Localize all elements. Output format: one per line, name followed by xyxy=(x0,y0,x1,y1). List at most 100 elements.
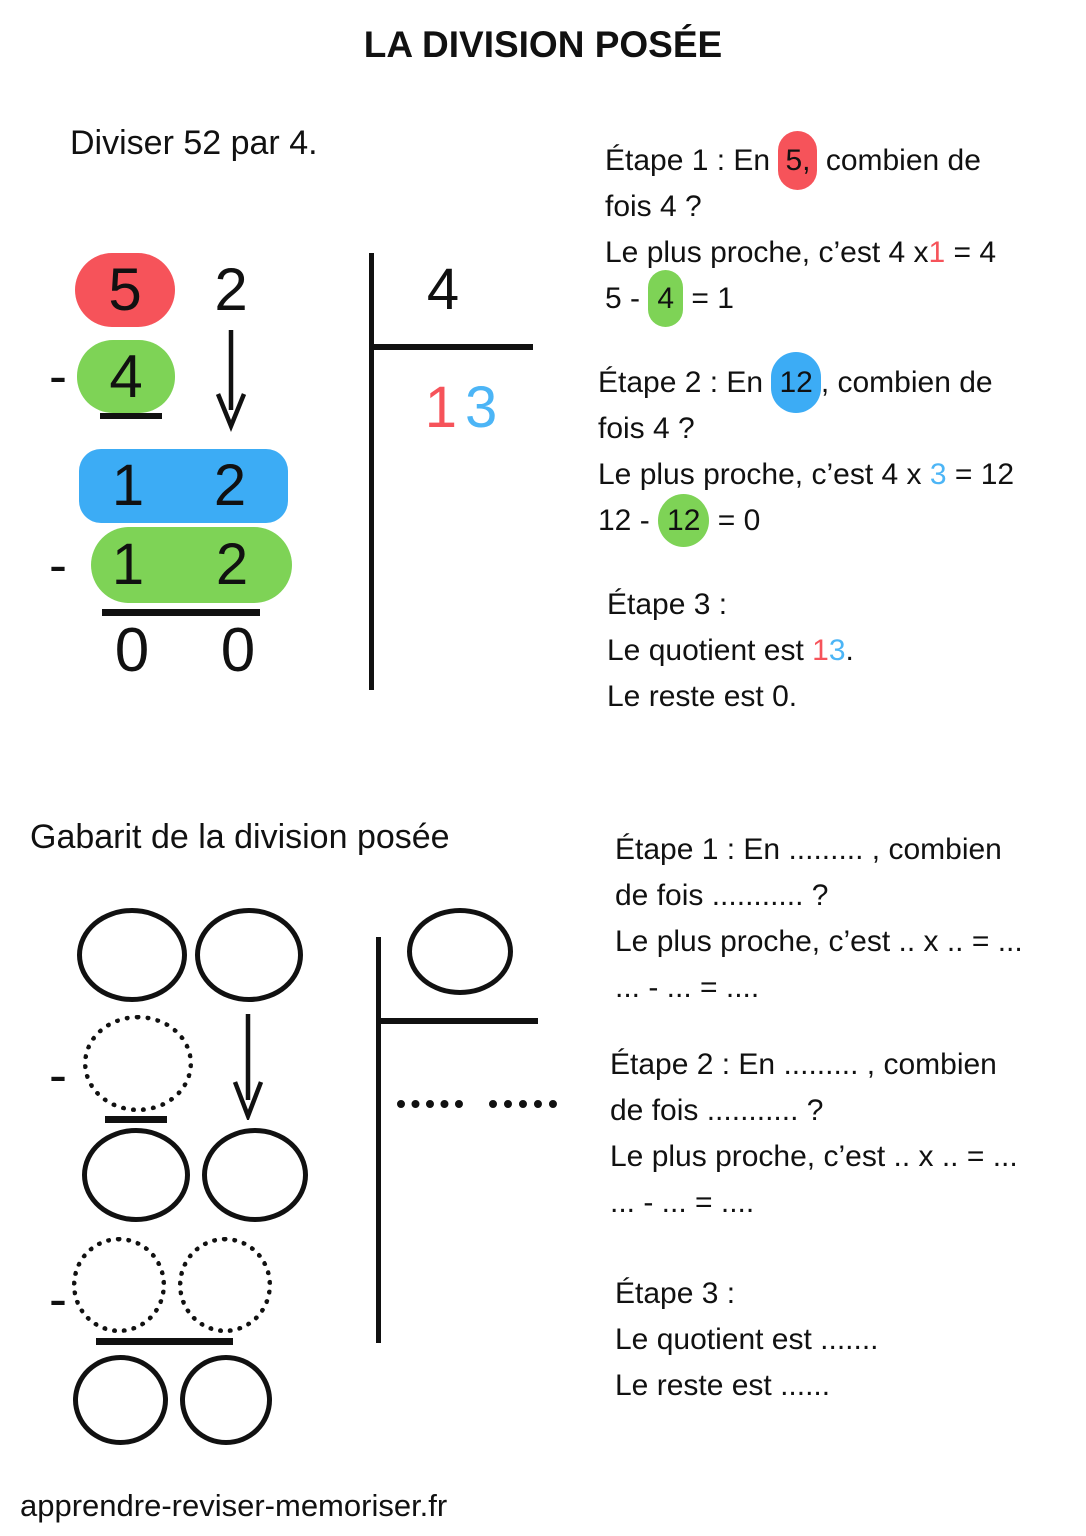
remainder-tens-digit: 0 xyxy=(114,616,150,685)
minus-sign: - xyxy=(49,535,67,595)
example-step-1: Étape 1 : En 5, combien de fois 4 ? Le p… xyxy=(605,131,1085,327)
page-title: LA DIVISION POSÉE xyxy=(363,24,723,65)
green-highlight: 12 xyxy=(658,494,710,547)
quotient-units-blank xyxy=(489,1100,557,1108)
quotient-tens-blank xyxy=(397,1100,463,1108)
red-highlight: 5, xyxy=(778,131,818,190)
text-segment: Étape 3 : xyxy=(615,1277,736,1310)
text-segment: fois 4 ? xyxy=(605,190,702,223)
dividend-tens-highlight: 5 xyxy=(75,253,175,327)
subtracted-tens-dotted-circle xyxy=(83,1015,193,1112)
text-segment: 5 - xyxy=(605,282,649,315)
remainder-tens-circle xyxy=(73,1355,168,1445)
step-line: de fois ........... ? xyxy=(615,873,1086,919)
dividend-units-digit: 2 xyxy=(214,256,248,323)
step-line: Le plus proche, c’est .. x .. = ... xyxy=(615,919,1086,965)
step-line: de fois ........... ? xyxy=(610,1088,1086,1134)
row2-units-circle xyxy=(202,1128,308,1222)
example-step-3: Étape 3 : Le quotient est 13. Le reste e… xyxy=(607,582,1086,720)
website-credit: apprendre-reviser-memoriser.fr xyxy=(20,1488,448,1523)
text-segment: combien de xyxy=(817,144,981,177)
step-line: 5 - 4 = 1 xyxy=(605,270,1085,327)
step-line: Le reste est 0. xyxy=(607,674,1086,720)
step-line: Étape 2 : En 12, combien de xyxy=(598,352,1078,413)
subtraction-line xyxy=(100,413,162,419)
step-line: 12 - 12 = 0 xyxy=(598,494,1078,547)
down-arrow-icon xyxy=(232,1014,264,1120)
dividend-units-circle xyxy=(195,908,303,1002)
step-line: Étape 1 : En ......... , combien xyxy=(615,827,1086,873)
red-digit: 1 xyxy=(812,634,829,667)
step-line: Le quotient est ....... xyxy=(615,1317,1086,1363)
text-segment: Le reste est ...... xyxy=(615,1369,831,1402)
subtracted-number-highlight: 1 2 xyxy=(91,527,292,603)
division-bracket-vertical xyxy=(376,937,381,1343)
text-segment: Le reste est 0. xyxy=(607,680,798,713)
text-segment: = 0 xyxy=(709,504,761,537)
step-line: Étape 1 : En 5, combien de xyxy=(605,131,1085,190)
minus-sign: - xyxy=(49,346,67,406)
text-segment: 12 - xyxy=(598,504,659,537)
brought-down-number-highlight: 1 2 xyxy=(79,449,288,523)
row2-units-digit: 2 xyxy=(213,453,247,518)
subtracted-tens-highlight: 4 xyxy=(77,340,175,413)
step-line: ... - ... = .... xyxy=(615,965,1086,1011)
division-bracket-horizontal xyxy=(378,1018,538,1024)
division-bracket-vertical xyxy=(369,253,374,690)
step-line: fois 4 ? xyxy=(598,406,1078,452)
text-segment: Étape 1 : En xyxy=(605,144,779,177)
text-segment: Étape 1 : En ......... , combien xyxy=(615,833,1002,866)
text-segment: , combien de xyxy=(820,366,993,399)
text-segment: Étape 2 : En ......... , combien xyxy=(610,1048,997,1081)
dividend-tens-digit: 5 xyxy=(108,256,142,323)
dividend-tens-circle xyxy=(77,908,187,1002)
step-line: Le plus proche, c’est 4 x1 = 4 xyxy=(605,230,1085,276)
template-heading: Gabarit de la division posée xyxy=(30,818,450,856)
step-line: fois 4 ? xyxy=(605,184,1085,230)
example-step-2: Étape 2 : En 12, combien de fois 4 ? Le … xyxy=(598,352,1078,547)
subtracted-tens-dotted-circle xyxy=(72,1237,166,1333)
green-highlight: 4 xyxy=(648,270,684,327)
template-step-2: Étape 2 : En ......... , combien de fois… xyxy=(610,1042,1086,1226)
quotient-value: 1 3 xyxy=(408,379,514,437)
step-line: Étape 2 : En ......... , combien xyxy=(610,1042,1086,1088)
text-segment: de fois ........... ? xyxy=(615,879,829,912)
text-segment: Le quotient est xyxy=(607,634,813,667)
step-line: Étape 3 : xyxy=(615,1271,1086,1317)
quotient-tens-digit: 1 xyxy=(424,375,457,440)
text-segment: . xyxy=(845,634,854,667)
step-line: Le quotient est 13. xyxy=(607,628,1086,674)
text-segment: = 12 xyxy=(946,458,1015,491)
subtraction-line xyxy=(105,1116,167,1123)
minus-sign: - xyxy=(49,1045,67,1105)
text-segment: ... - ... = .... xyxy=(615,971,760,1004)
text-segment: fois 4 ? xyxy=(598,412,695,445)
text-segment: Le plus proche, c’est 4 x xyxy=(605,236,929,269)
remainder-units-circle xyxy=(180,1355,272,1445)
step-line: Le plus proche, c’est 4 x 3 = 12 xyxy=(598,452,1078,498)
step-line: ... - ... = .... xyxy=(610,1180,1086,1226)
text-segment: = 4 xyxy=(945,236,997,269)
minus-sign: - xyxy=(49,1269,67,1329)
red-digit: 1 xyxy=(928,236,946,269)
example-heading: Diviser 52 par 4. xyxy=(70,124,318,162)
step-line: Étape 3 : xyxy=(607,582,1086,628)
text-segment: Étape 3 : xyxy=(607,588,728,621)
divisor-digit: 4 xyxy=(426,257,460,322)
blue-highlight: 12 xyxy=(771,352,821,413)
blue-digit: 3 xyxy=(929,458,947,491)
template-step-1: Étape 1 : En ......... , combien de fois… xyxy=(615,827,1086,1011)
blue-digit: 3 xyxy=(828,634,846,667)
division-bracket-horizontal xyxy=(369,344,533,350)
quotient-units-digit: 3 xyxy=(465,375,498,440)
row2-tens-digit: 1 xyxy=(111,453,145,518)
text-segment: Le plus proche, c’est 4 x xyxy=(598,458,930,491)
subtracted-units-dotted-circle xyxy=(178,1237,272,1333)
remainder-units-digit: 0 xyxy=(220,616,256,685)
subtraction-line xyxy=(102,609,260,616)
text-segment: Étape 2 : En xyxy=(598,366,772,399)
row2-tens-circle xyxy=(82,1128,190,1222)
sub2-units-digit: 2 xyxy=(215,532,249,597)
divisor-circle xyxy=(407,908,513,995)
text-segment: Le plus proche, c’est .. x .. = ... xyxy=(610,1140,1018,1173)
